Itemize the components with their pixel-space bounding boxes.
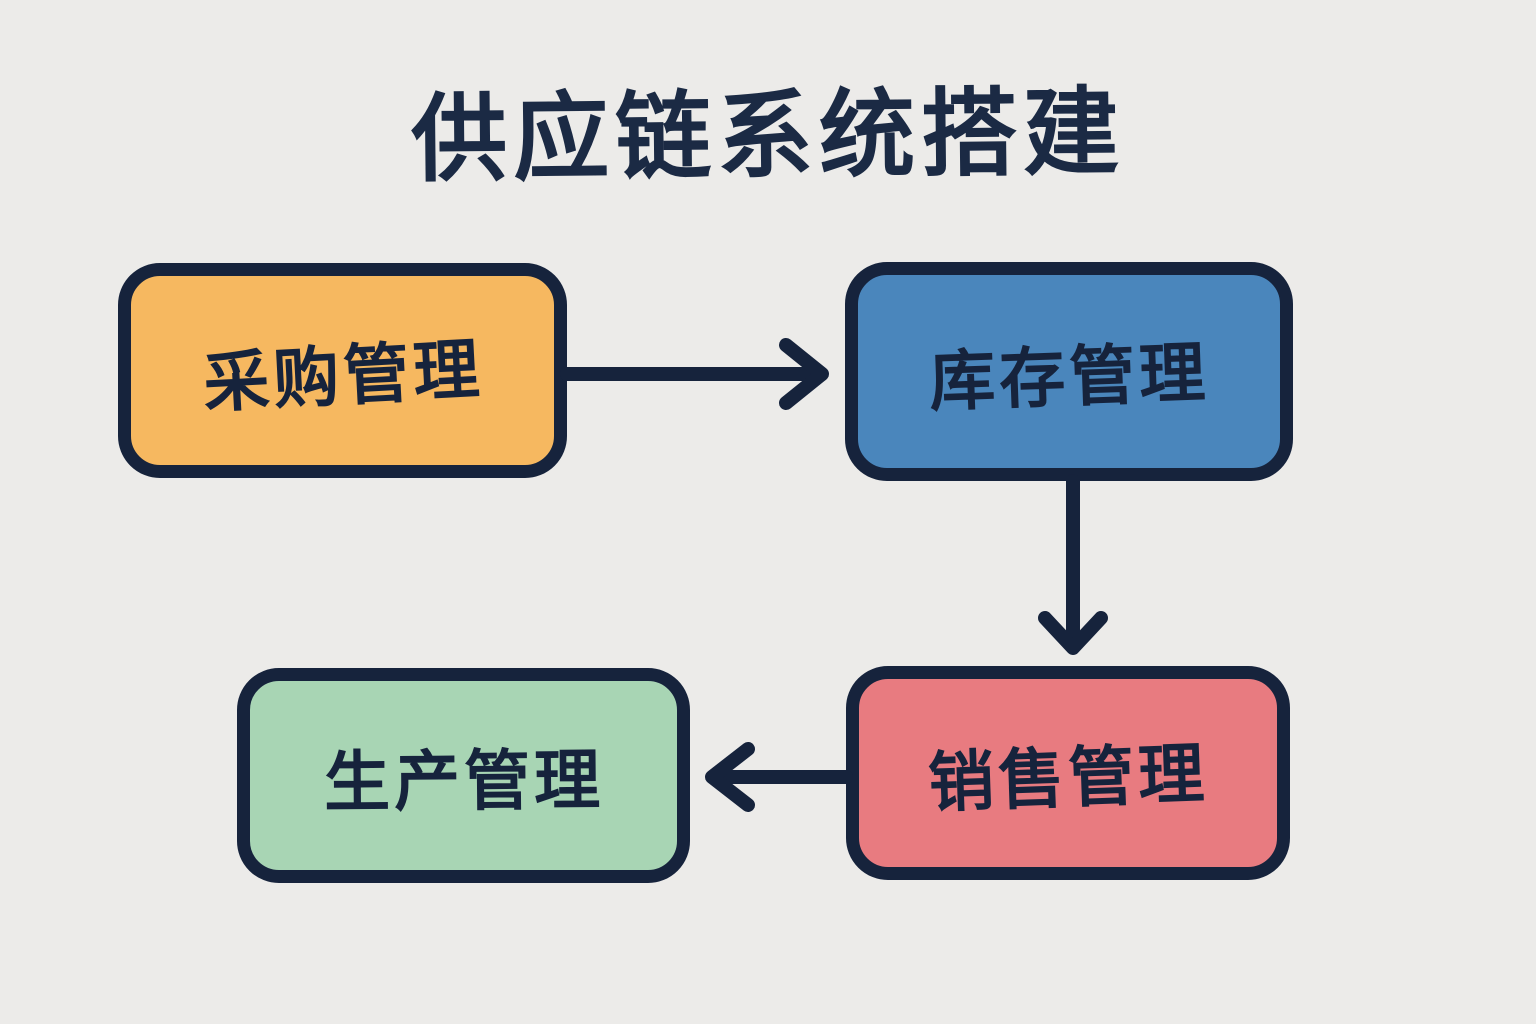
diagram-title: 供应链系统搭建 <box>410 79 1126 194</box>
node-procurement: 采购管理 <box>118 263 567 478</box>
node-production: 生产管理 <box>237 668 690 883</box>
node-inventory-label: 库存管理 <box>927 334 1211 419</box>
arrow-procurement-to-inventory <box>560 338 829 410</box>
arrow-sales-to-production <box>705 742 853 812</box>
arrow-inventory-to-sales <box>1038 474 1108 655</box>
node-procurement-label: 采购管理 <box>201 331 485 420</box>
node-inventory: 库存管理 <box>845 262 1293 481</box>
node-sales: 销售管理 <box>846 666 1290 880</box>
node-production-label: 生产管理 <box>323 742 604 819</box>
node-sales-label: 销售管理 <box>926 736 1210 820</box>
